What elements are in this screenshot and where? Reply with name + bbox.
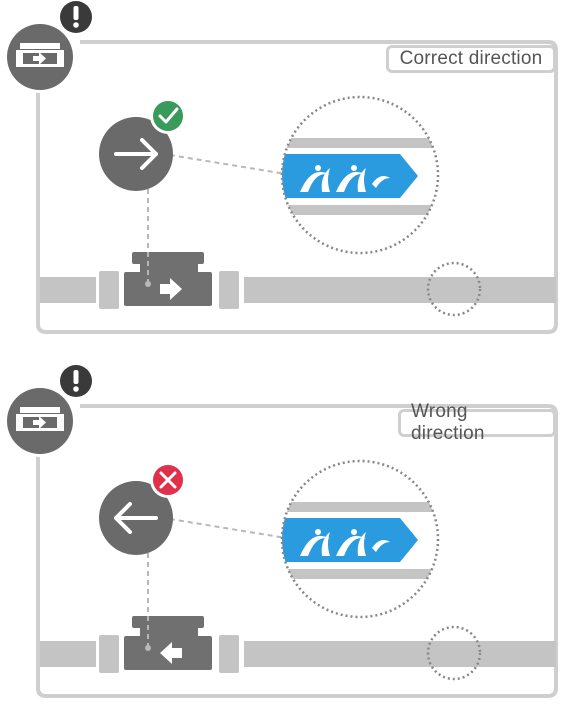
meter-badge — [4, 21, 76, 93]
water-splash-icon — [300, 165, 390, 192]
warning-badge — [57, 364, 95, 400]
meter-badge-arrow-icon — [33, 52, 46, 65]
check-icon — [158, 107, 179, 124]
meter-arrow-left-icon — [160, 642, 182, 664]
frame-outline — [36, 40, 558, 334]
status-check-badge — [150, 98, 186, 134]
pipe-flange-left — [97, 633, 121, 675]
flow-magnifier — [280, 459, 440, 619]
connector-zoom — [169, 518, 287, 539]
warning-badge — [57, 0, 95, 36]
status-cross-badge — [150, 462, 186, 498]
panel-wrong-direction: Wrong direction — [0, 364, 577, 716]
pipe — [40, 633, 556, 675]
connector-zoom — [169, 154, 287, 175]
pipe-segment-right — [244, 277, 556, 303]
exclamation-icon — [73, 370, 79, 384]
panel-label: Correct direction — [386, 45, 556, 73]
arrow-right-icon — [114, 138, 158, 170]
pipe-flange-right — [217, 633, 241, 675]
pipe-segment-left — [40, 641, 96, 667]
meter-arrow-right-icon — [160, 278, 182, 300]
direction-indicator — [99, 481, 173, 555]
cross-icon — [159, 471, 177, 489]
pipe — [40, 269, 556, 311]
pipe-zoom-marker — [426, 625, 482, 681]
flow-magnifier — [280, 95, 440, 255]
water-meter — [124, 616, 212, 670]
meter-badge — [4, 385, 76, 457]
pipe-segment-right — [244, 641, 556, 667]
pipe-zoom-marker — [426, 261, 482, 317]
direction-indicator — [99, 117, 173, 191]
exclamation-icon — [73, 6, 79, 20]
pipe-flange-right — [217, 269, 241, 311]
water-splash-icon — [300, 529, 390, 556]
pipe-segment-left — [40, 277, 96, 303]
pipe-flange-left — [97, 269, 121, 311]
frame-outline — [36, 404, 558, 698]
water-meter — [124, 252, 212, 306]
arrow-left-icon — [114, 502, 158, 534]
panel-correct-direction: Correct direction — [0, 0, 577, 352]
panel-label: Wrong direction — [398, 401, 556, 444]
meter-badge-arrow-icon — [33, 416, 46, 429]
correct-diagram — [4, 0, 558, 334]
wrong-diagram — [4, 364, 558, 698]
